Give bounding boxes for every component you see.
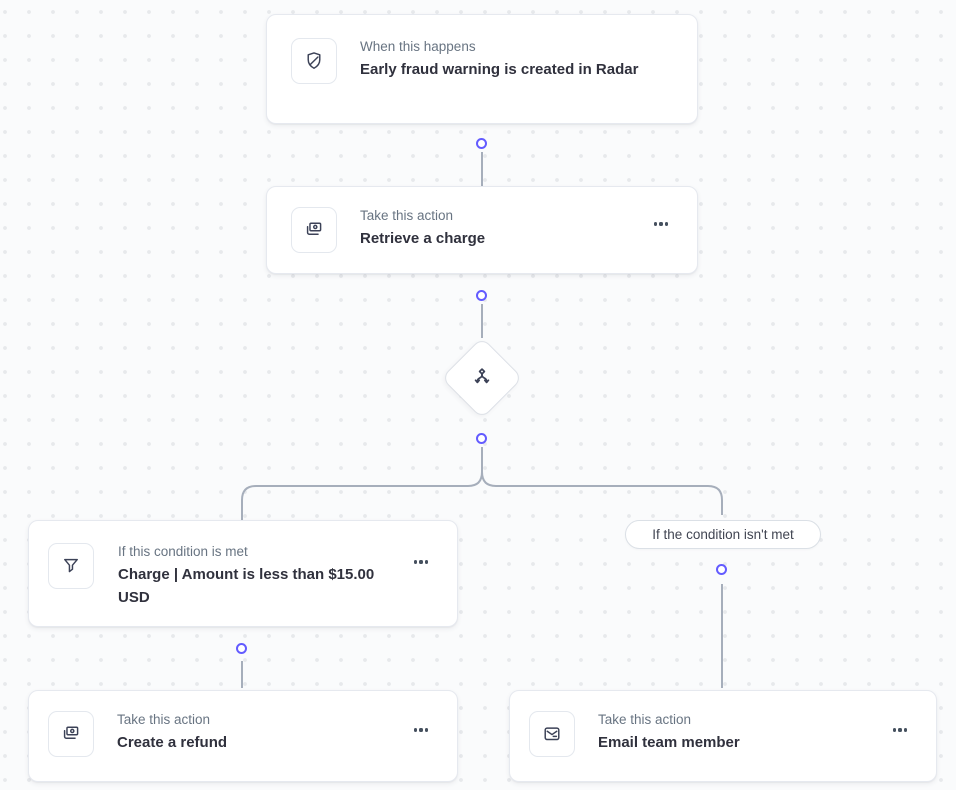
node-title: Retrieve a charge [360,230,486,247]
action-node-email-team-member[interactable]: Take this action Email team member [509,690,937,782]
action-node-create-refund[interactable]: Take this action Create a refund [28,690,458,782]
connector-anchor-dot[interactable] [476,138,487,149]
connector-anchor-dot[interactable] [716,564,727,575]
connector-line [241,447,483,520]
node-title: Email team member [598,734,740,751]
ellipsis-icon [413,728,429,732]
connector-anchor-dot[interactable] [476,433,487,444]
node-kind-label: Take this action [598,712,692,727]
shield-slash-icon [291,38,337,84]
node-title: Early fraud warning is created in Radar [360,61,639,78]
branch-split-icon [469,365,495,391]
branch-else-label: If the condition isn't met [652,527,794,542]
node-title: Charge | Amount is less than $15.00 USD [118,566,375,606]
overflow-menu-button[interactable] [649,215,673,233]
connector-anchor-dot[interactable] [236,643,247,654]
connector-line [481,447,723,515]
connector-anchor-dot[interactable] [476,290,487,301]
branch-else-label-pill: If the condition isn't met [625,520,821,549]
ellipsis-icon [413,560,429,564]
node-title: Create a refund [117,734,228,751]
action-node-retrieve-charge[interactable]: Take this action Retrieve a charge [266,186,698,274]
node-kind-label: When this happens [360,39,476,54]
node-kind-label: Take this action [117,712,211,727]
ellipsis-icon [653,222,669,226]
overflow-menu-button[interactable] [409,553,433,571]
trigger-node-card[interactable]: When this happens Early fraud warning is… [266,14,698,124]
ellipsis-icon [892,728,908,732]
node-kind-label: If this condition is met [118,544,248,559]
charge-banknote-icon [48,711,94,757]
envelope-icon [529,711,575,757]
overflow-menu-button[interactable] [888,721,912,739]
charge-banknote-icon [291,207,337,253]
filter-funnel-icon [48,543,94,589]
node-kind-label: Take this action [360,208,454,223]
condition-node-card[interactable]: If this condition is met Charge | Amount… [28,520,458,627]
overflow-menu-button[interactable] [409,721,433,739]
